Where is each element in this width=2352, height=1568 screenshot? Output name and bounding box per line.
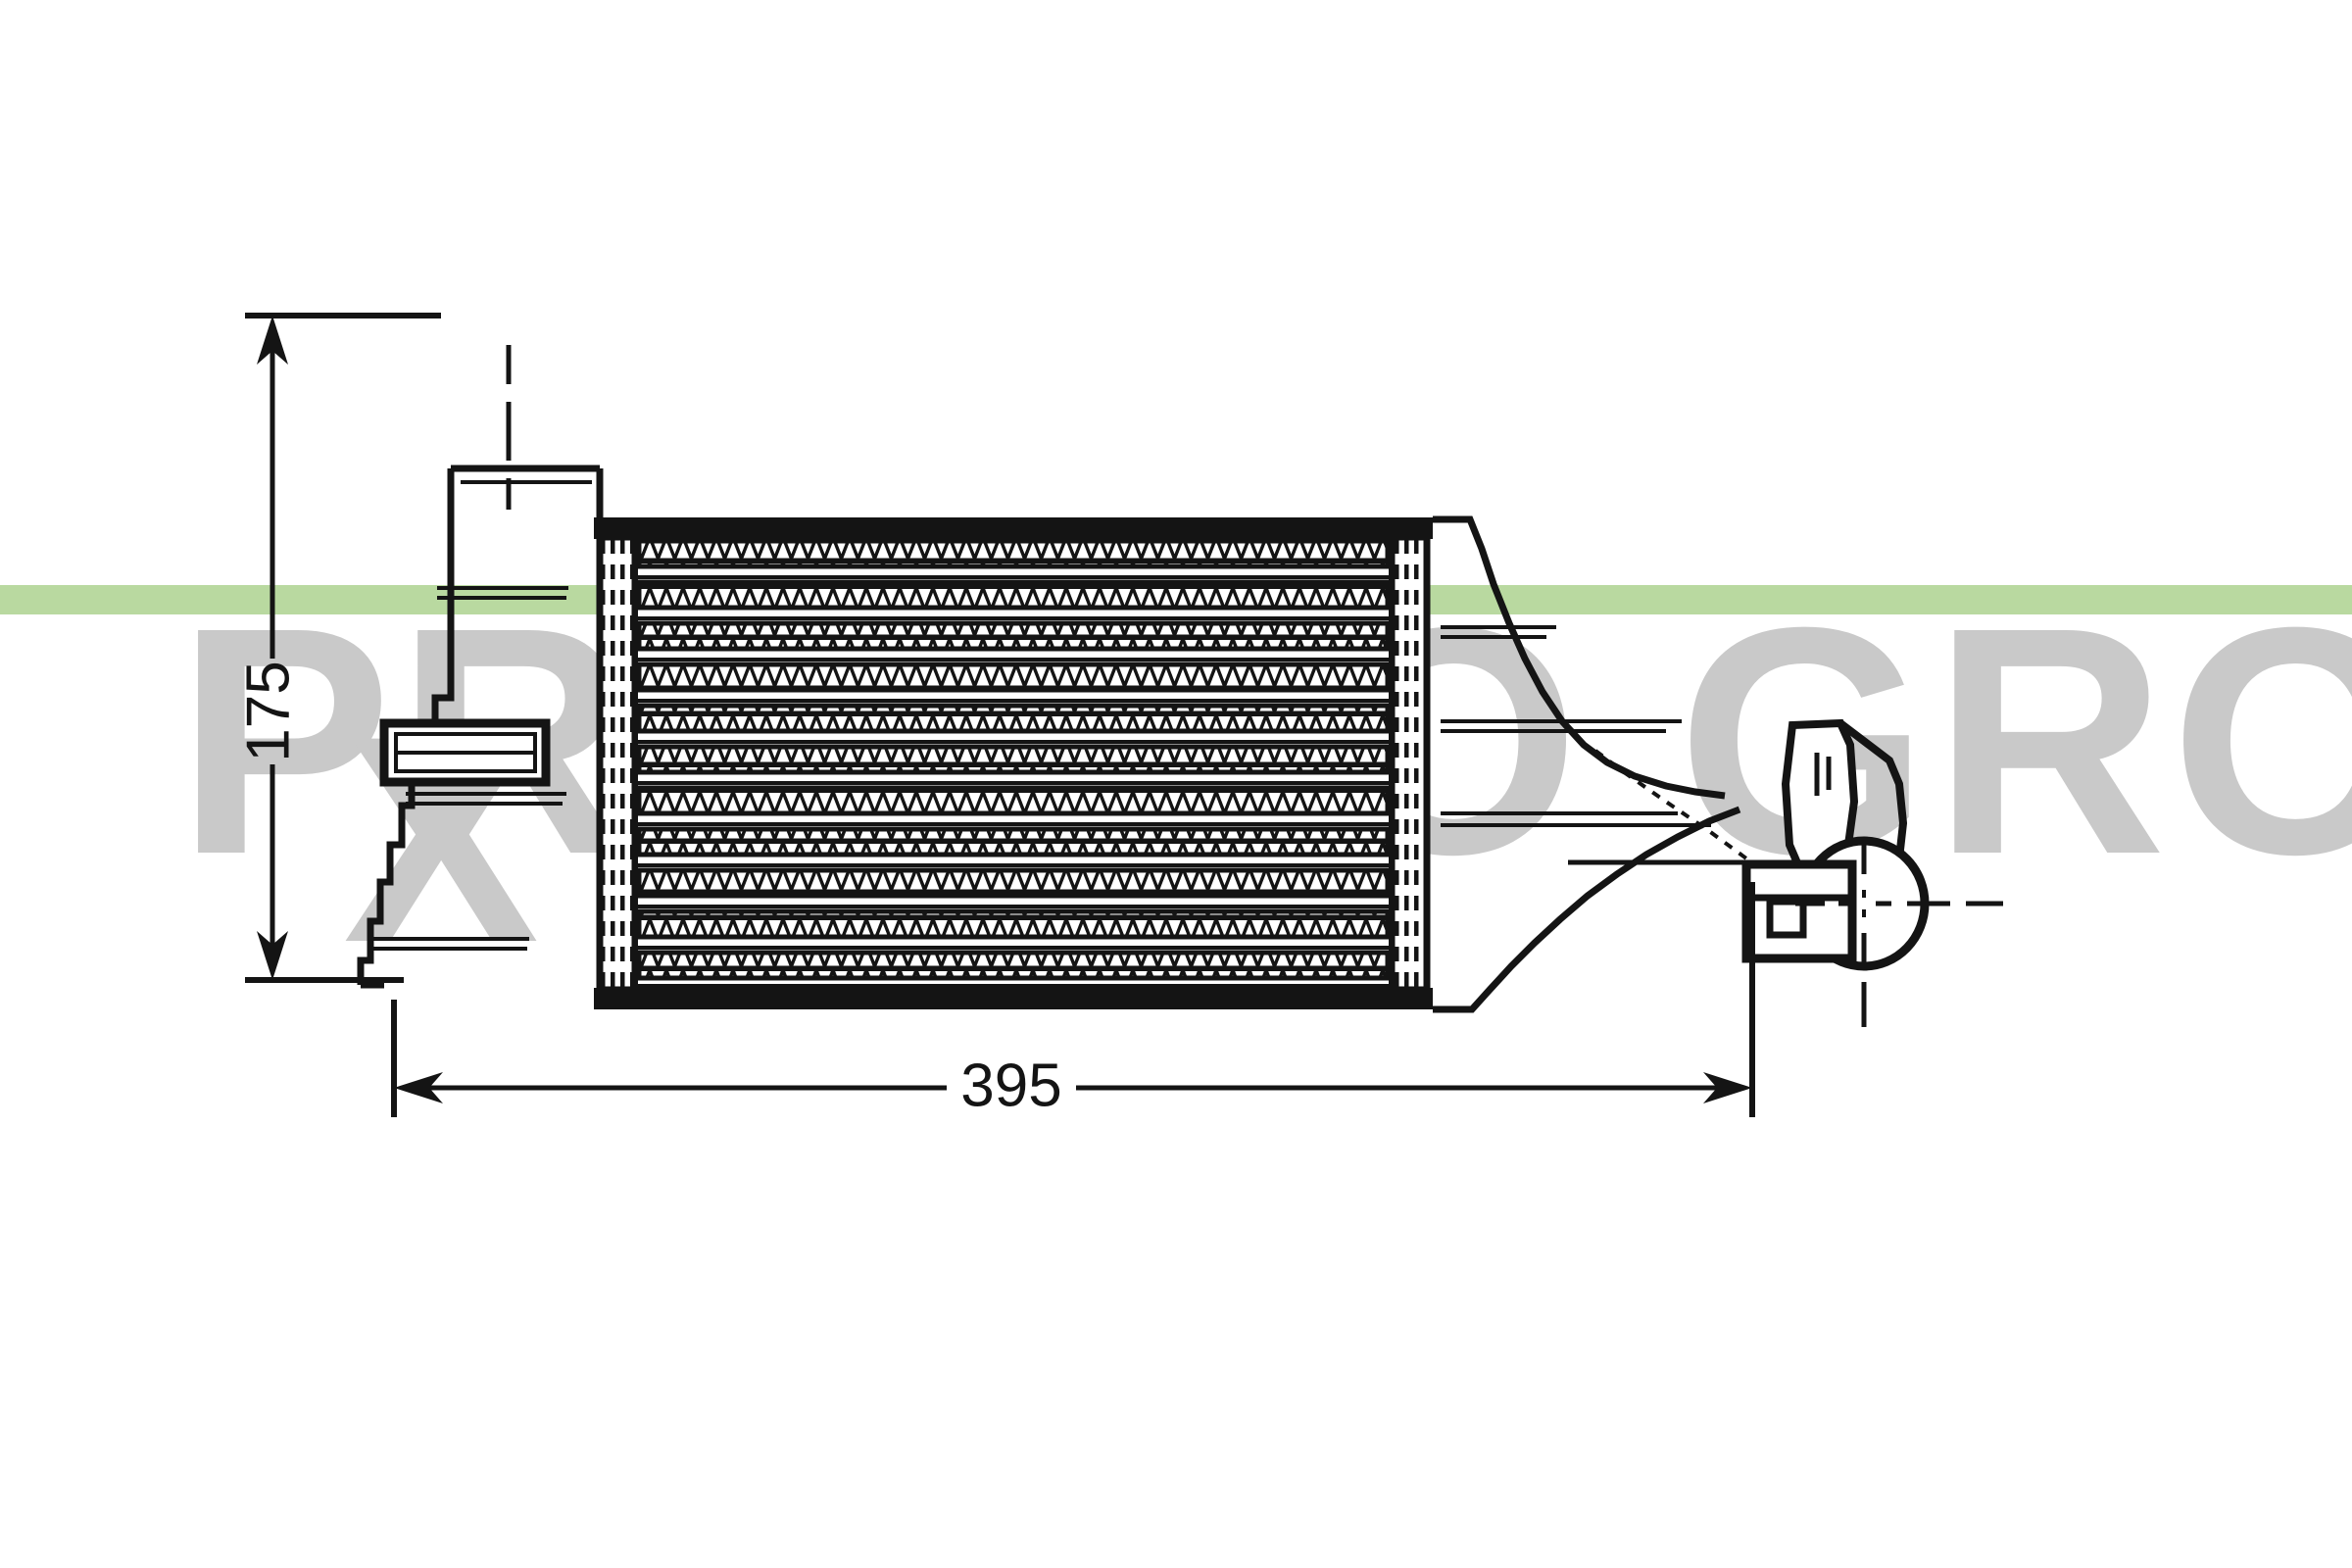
core-left-rail xyxy=(596,533,639,994)
core-caps xyxy=(594,517,1433,1009)
outlet-centerline xyxy=(1795,890,2003,917)
left-mounting-slot xyxy=(379,718,551,787)
dimension-height-label: 175 xyxy=(234,661,302,761)
dimension-height xyxy=(245,313,441,983)
cooler-core xyxy=(632,534,1395,993)
right-end-tank xyxy=(1433,515,1768,1013)
mounting-bracket xyxy=(1741,859,1857,963)
dimension-width xyxy=(391,882,1755,1117)
core-right-rail xyxy=(1388,533,1431,994)
dimension-width-label: 395 xyxy=(960,1052,1061,1119)
